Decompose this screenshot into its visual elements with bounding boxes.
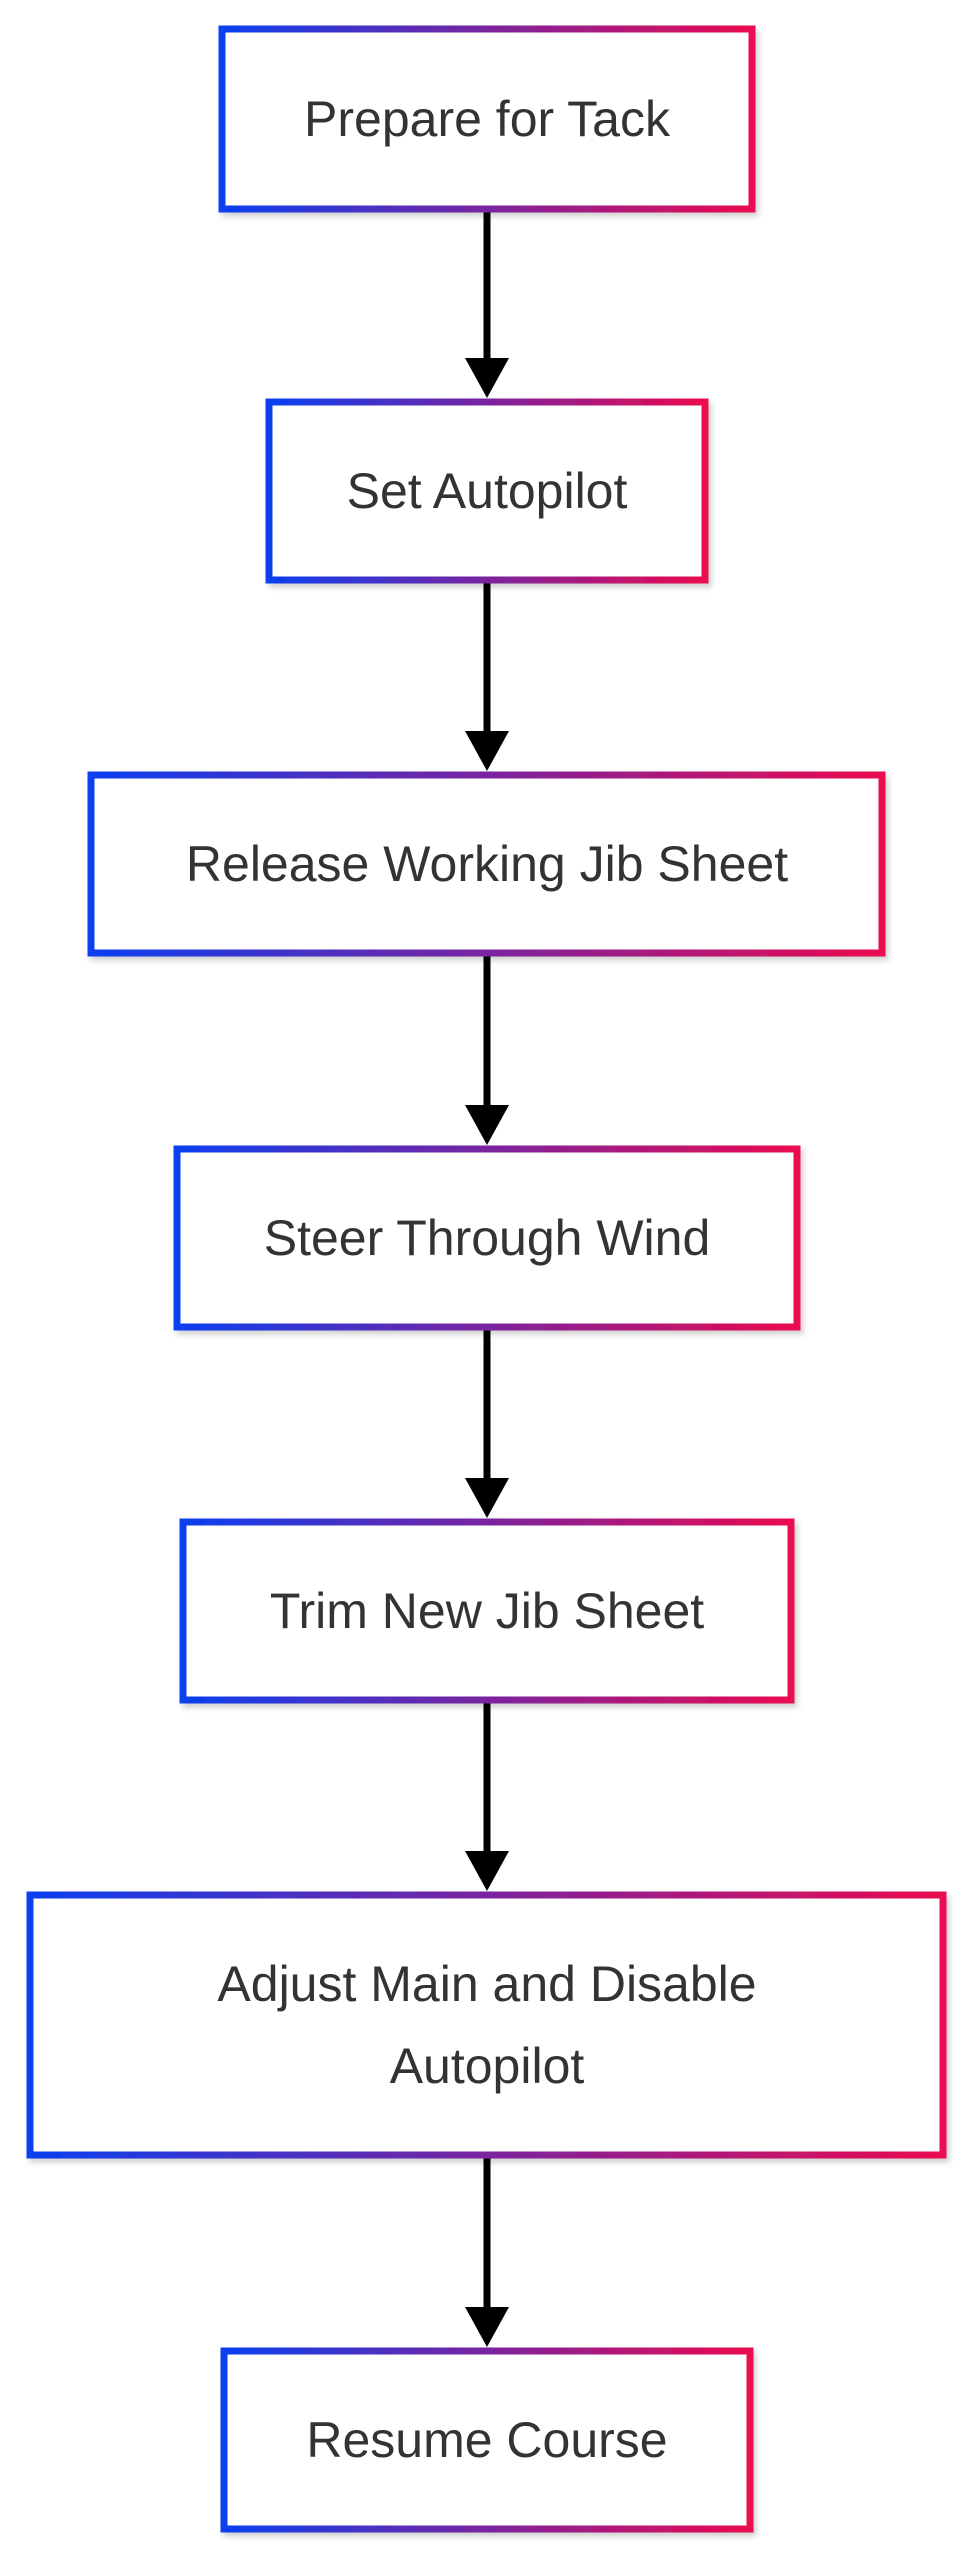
edges-layer [465,212,509,2347]
node-label: Steer Through Wind [264,1210,711,1266]
node-label: Set Autopilot [347,463,628,519]
edge-prepare-to-set-autopilot [465,212,509,398]
node-box [173,1145,801,1331]
edge-steer-to-trim [465,1330,509,1518]
edge-release-to-steer [465,956,509,1145]
node-label: Resume Course [306,2412,667,2468]
node-label: Adjust Main and Disable [217,1956,756,2012]
node-resume: Resume Course [220,2347,754,2533]
node-box [220,2347,754,2533]
edge-adjust-to-resume [465,2158,509,2347]
arrowhead [465,1105,509,1145]
node-release: Release Working Jib Sheet [87,771,886,957]
node-box [87,771,886,957]
arrowhead [465,1851,509,1891]
node-set-autopilot: Set Autopilot [265,398,709,584]
node-box [265,398,709,584]
node-box [26,1891,947,2159]
node-box [218,25,756,213]
edge-set-autopilot-to-release [465,583,509,771]
node-label: Release Working Jib Sheet [186,836,788,892]
node-trim: Trim New Jib Sheet [179,1518,795,1704]
arrowhead [465,2307,509,2347]
node-label: Autopilot [390,2038,585,2094]
node-steer: Steer Through Wind [173,1145,801,1331]
arrowhead [465,358,509,398]
node-label: Prepare for Tack [304,91,671,147]
node-prepare: Prepare for Tack [218,25,756,213]
node-box [179,1518,795,1704]
node-label: Trim New Jib Sheet [270,1583,704,1639]
arrowhead [465,731,509,771]
edge-trim-to-adjust [465,1703,509,1891]
arrowhead [465,1478,509,1518]
